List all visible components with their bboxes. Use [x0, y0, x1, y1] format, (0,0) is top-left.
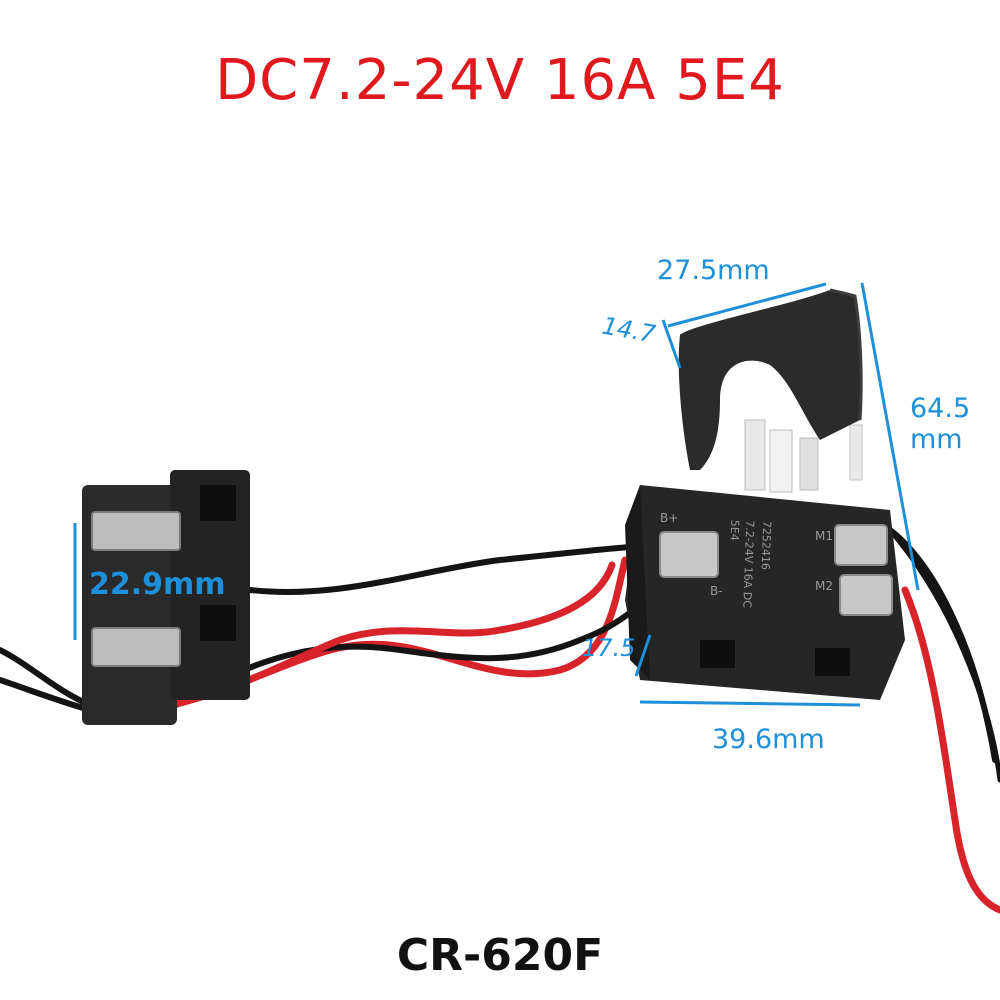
marking-rating-line2: 5E4	[728, 520, 742, 541]
marking-b-minus: B-	[710, 584, 723, 598]
marking-b-plus: B+	[660, 511, 678, 525]
dimension-body-length: 39.6mm	[712, 724, 825, 755]
dimension-connector-height: 22.9mm	[89, 567, 226, 602]
marking-rating-line1: 7.2-24V 16A DC	[740, 520, 756, 608]
dimension-height: 64.5 mm	[910, 393, 971, 456]
dimension-lines	[73, 282, 920, 707]
dimension-top-width: 27.5mm	[657, 255, 770, 286]
dimension-body-depth: 17.5	[582, 634, 636, 662]
marking-part-number: 7252416	[759, 521, 774, 570]
marking-m1: M1	[815, 529, 833, 543]
model-label: CR-620F	[396, 930, 604, 981]
trigger	[678, 288, 863, 493]
marking-m2: M2	[815, 579, 833, 593]
page-title: DC7.2-24V 16A 5E4	[215, 48, 785, 113]
battery-connector	[82, 470, 250, 725]
switch-body: 7.2-24V 16A DC 5E4 7252416 B+ B- M1 M2	[625, 485, 905, 700]
